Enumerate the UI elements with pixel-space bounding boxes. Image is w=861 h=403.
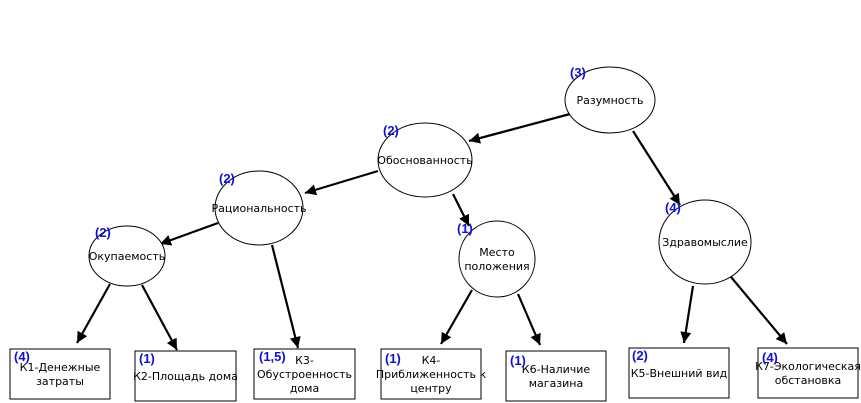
edge-zdravomyslie-to-k7 [730, 276, 788, 345]
node-weight: (1) [457, 221, 473, 236]
node-box [757, 347, 859, 399]
node-label-line: К3- [295, 354, 314, 367]
node-label-line: Обустроенность [257, 368, 352, 381]
edge-okupaemost-to-k1 [76, 283, 111, 344]
node-label-line: положения [464, 260, 529, 273]
node-label-line: К2-Площадь дома [133, 370, 238, 383]
node-weight: (2) [95, 225, 111, 240]
node-weight: (4) [14, 349, 30, 364]
node-weight: (2) [632, 348, 648, 363]
node-weight: (1) [139, 351, 155, 366]
edge-racionalnost-to-k3 [270, 244, 301, 349]
node-weight: (1) [510, 353, 526, 368]
node-label-line: К1-Денежные [20, 361, 101, 374]
node-weight: (1,5) [259, 349, 286, 364]
node-label-line: Здравомыслие [662, 236, 748, 249]
node-racionalnost: Рациональность (2) [211, 170, 307, 246]
node-label-line: К4- [422, 354, 441, 367]
node-box [253, 348, 356, 400]
node-weight: (3) [570, 65, 586, 80]
node-box [505, 350, 607, 402]
node-weight: (2) [219, 171, 235, 186]
node-label-line: Разумность [577, 94, 644, 107]
edge-racionalnost-to-okupaemost [159, 221, 219, 246]
nodes: Разумность(3)Обоснованность(2)Рациональн… [9, 65, 861, 402]
node-ellipse [88, 225, 166, 287]
node-ellipse [564, 66, 656, 134]
edge-mesto-to-k6 [516, 293, 542, 346]
edge-razumnost-to-zdravomyslie [632, 130, 681, 206]
node-razumnost: Разумность (3) [564, 65, 656, 134]
node-label-line: К5-Внешний вид [631, 367, 728, 380]
node-ellipse [214, 170, 304, 246]
edge-okupaemost-to-k2 [141, 284, 178, 351]
node-label-line: дома [290, 382, 319, 395]
edge-zdravomyslie-to-k5 [680, 285, 695, 344]
node-ellipse [458, 220, 536, 298]
node-ellipse [658, 199, 752, 285]
edge-mesto-to-k4 [440, 289, 473, 345]
node-label-line: Место [479, 246, 515, 259]
node-box [380, 348, 482, 400]
node-weight: (2) [383, 123, 399, 138]
node-label-line: центру [410, 382, 452, 395]
node-label-line: Окупаемость [89, 250, 165, 263]
node-label-line: К7-Экологическая [755, 360, 861, 373]
node-box [628, 347, 730, 399]
node-obosnovannost: Обоснованность (2) [377, 122, 473, 198]
node-label-line: Обоснованность [377, 154, 472, 167]
node-k5: К5-Внешний вид (2) [628, 347, 730, 399]
node-label-line: обстановка [775, 374, 842, 387]
edge-razumnost-to-obosnovannost [468, 112, 571, 144]
node-ellipse [377, 122, 473, 198]
edge-obosnovannost-to-mesto [452, 193, 470, 227]
node-box [9, 348, 111, 400]
node-label-line: Рациональность [211, 202, 306, 215]
node-zdravomyslie: Здравомыслие (4) [658, 199, 752, 285]
node-label-line: затраты [36, 375, 84, 388]
node-weight: (4) [762, 350, 778, 365]
edge-obosnovannost-to-racionalnost [304, 169, 379, 196]
node-label-line: Приближенность к [376, 368, 487, 381]
node-box [134, 350, 237, 402]
node-weight: (4) [665, 200, 681, 215]
node-label-line: магазина [529, 377, 584, 390]
edges [76, 112, 788, 351]
node-weight: (1) [385, 351, 401, 366]
node-k2: К2-Площадь дома (1) [133, 350, 238, 402]
node-label-line: К6-Наличие [522, 363, 591, 376]
node-okupaemost: Окупаемость (2) [88, 225, 166, 287]
